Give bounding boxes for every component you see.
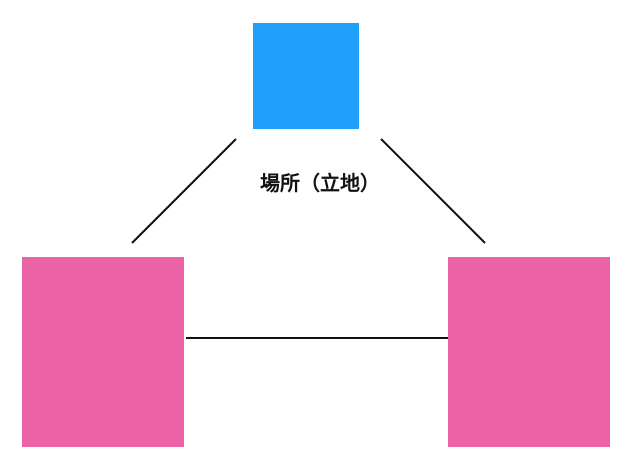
bottom-left-node-box [22,257,184,447]
connector-top-to-right [380,138,486,244]
bottom-right-node-box [448,257,610,447]
diagram-label: 場所（立地） [260,171,380,195]
top-node-box [253,23,359,129]
connector-top-to-left [131,138,237,244]
